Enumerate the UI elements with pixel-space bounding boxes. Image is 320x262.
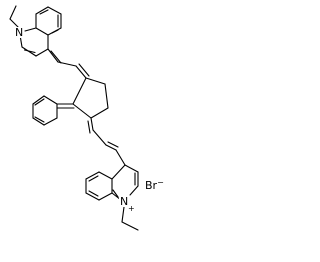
- lower-nitrogen-charge: +: [128, 204, 135, 213]
- counter-ion-charge: −: [157, 178, 164, 187]
- cyclopentene-core: [72, 77, 109, 119]
- bromide-counter-ion: Br−: [145, 178, 164, 192]
- counter-ion-symbol: Br: [145, 179, 158, 192]
- lower-quinolinium-ring: [85, 164, 139, 231]
- molecular-structure-drawing: [9, 5, 139, 231]
- upper-nitrogen-atom-label: N: [14, 26, 25, 39]
- phenyl-ring: [32, 95, 75, 126]
- lower-nitrogen-atom-label: N: [119, 195, 130, 208]
- lower-methine-bridge: [87, 117, 126, 166]
- upper-quinoline-ring: [9, 5, 62, 57]
- upper-methine-bridge: [47, 48, 90, 79]
